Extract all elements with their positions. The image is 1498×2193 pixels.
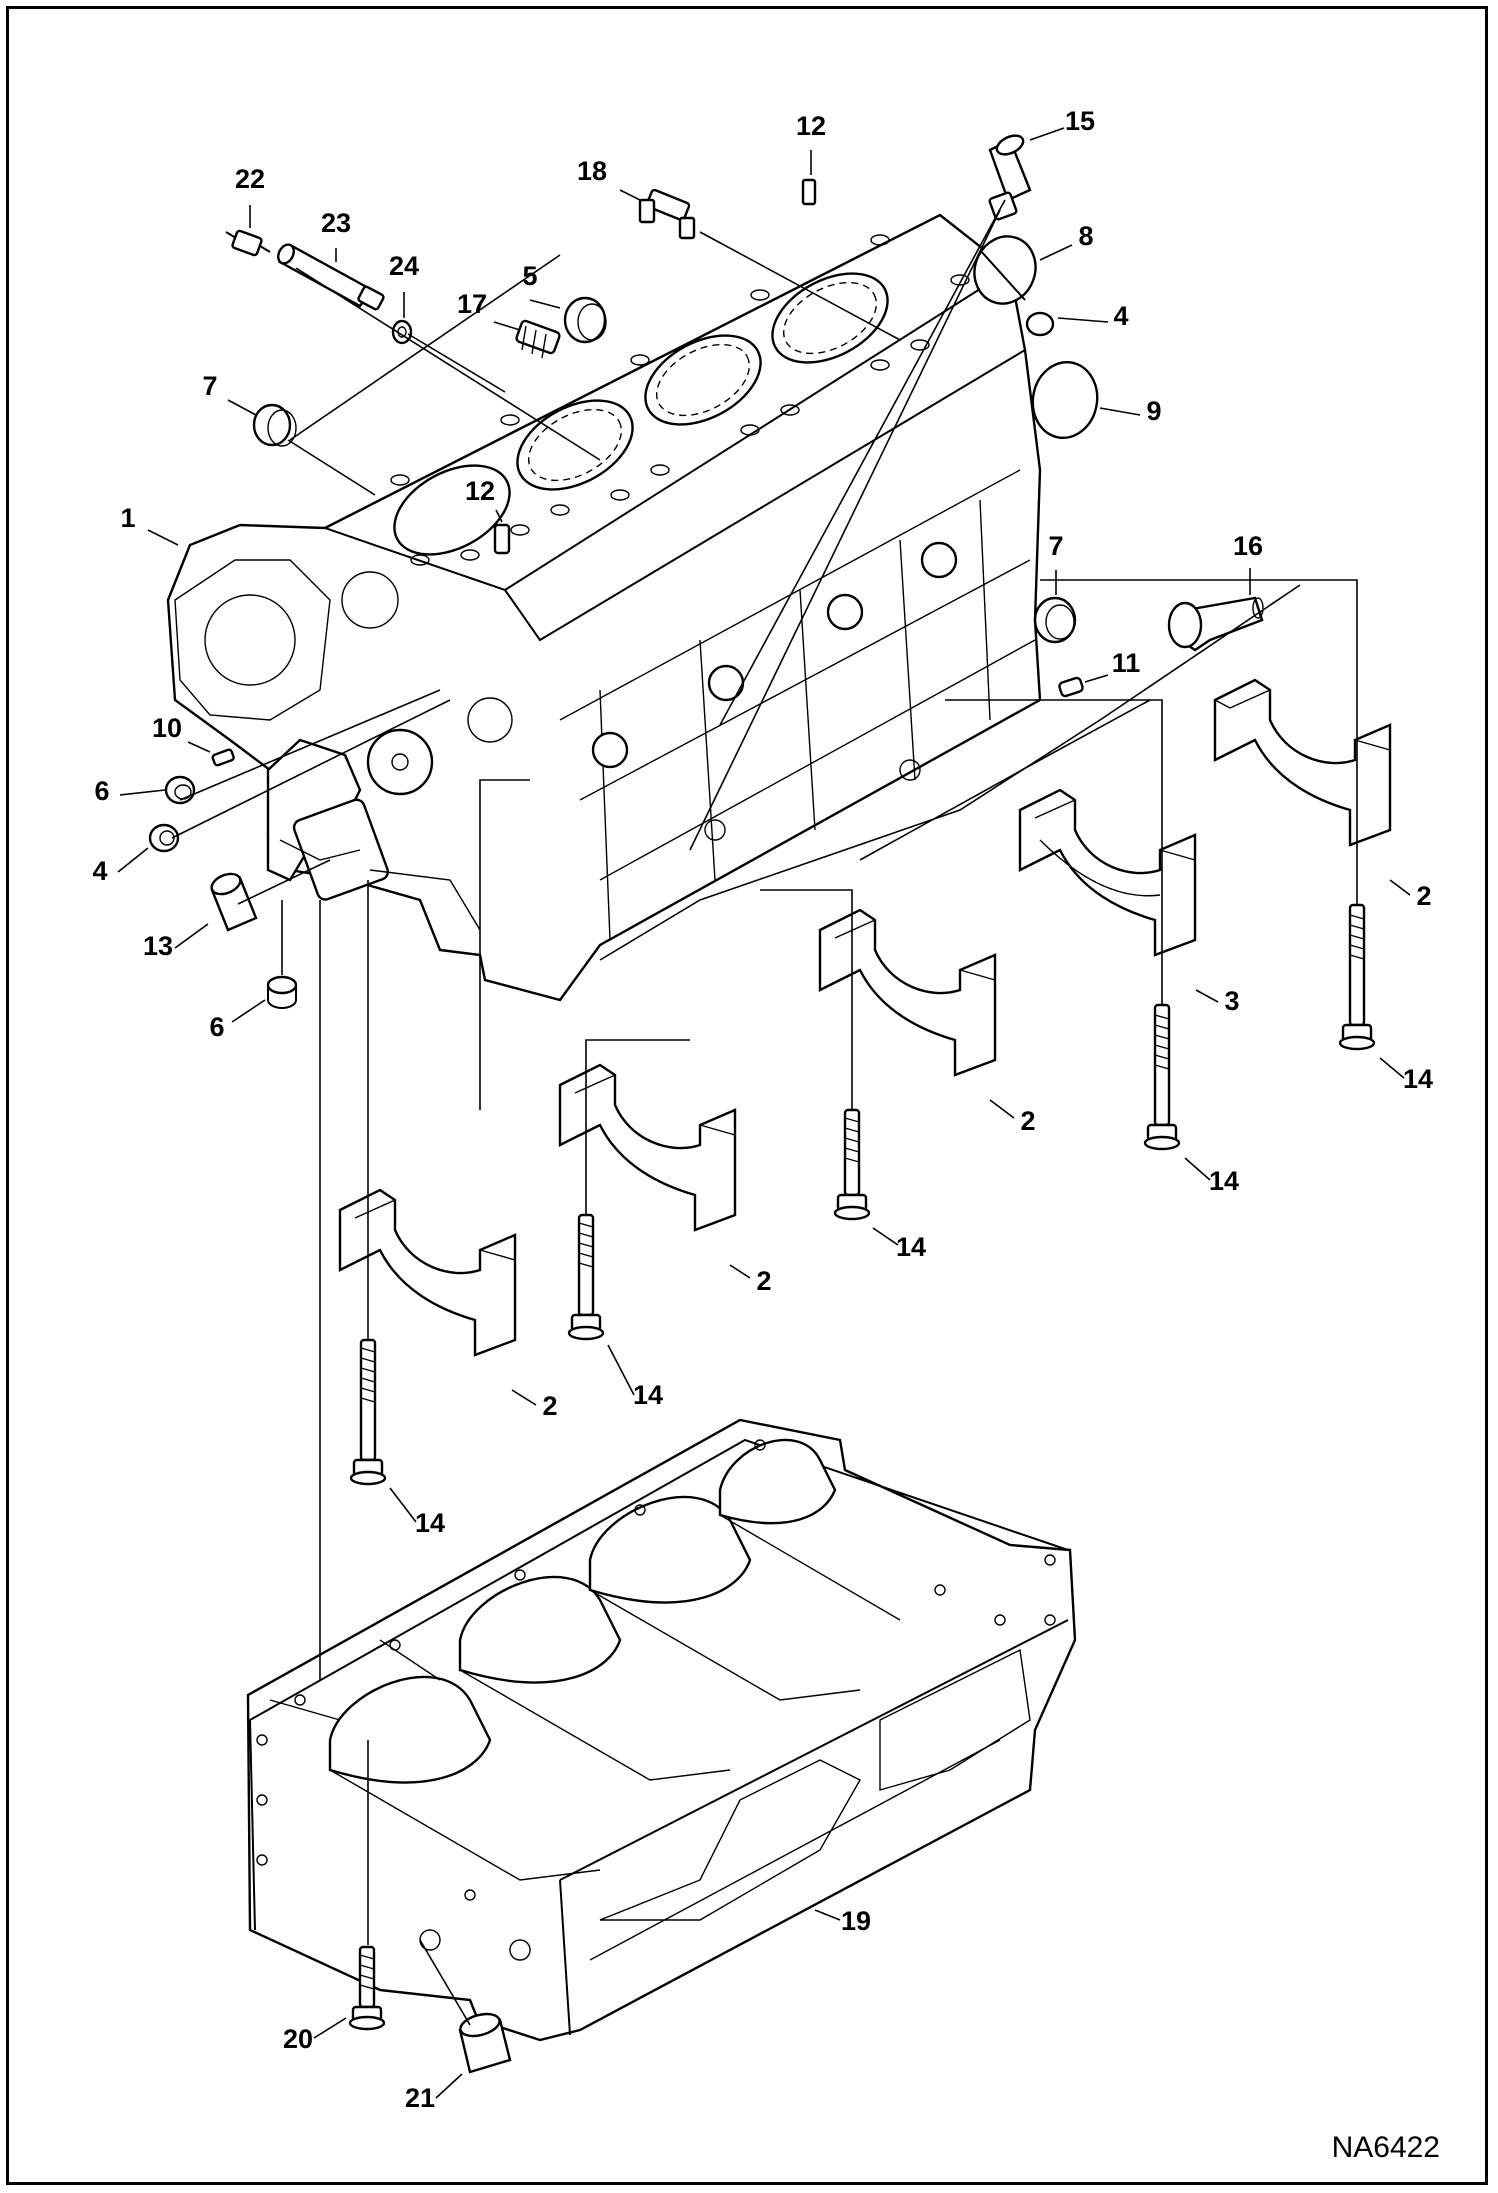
- callout-c11: 11: [1112, 648, 1141, 678]
- callout-c22: 22: [235, 164, 265, 194]
- callout-c19: 19: [841, 1906, 871, 1936]
- plug-5: [563, 296, 607, 344]
- callout-c17: 17: [457, 289, 487, 319]
- callout-c8: 8: [1078, 221, 1093, 251]
- callout-c12a: 12: [796, 111, 826, 141]
- elbow-16: [1167, 596, 1264, 652]
- bearing-cap-2d: [338, 1188, 517, 1357]
- bearing-cap-3: [1018, 788, 1197, 957]
- assembly-lines: [117, 127, 1411, 2099]
- plug-8: [973, 235, 1037, 305]
- bolt-14a: [1338, 903, 1376, 1051]
- bolt-14b: [1143, 1003, 1181, 1151]
- callout-c12b: 12: [465, 476, 495, 506]
- callout-c24: 24: [389, 251, 419, 281]
- callout-c18: 18: [577, 156, 607, 186]
- callout-c14c: 14: [896, 1232, 926, 1262]
- callout-c14e: 14: [415, 1508, 445, 1538]
- bearing-cap-2b: [818, 908, 997, 1077]
- callout-c7b: 7: [1048, 531, 1063, 561]
- callout-c14d: 14: [633, 1380, 663, 1410]
- plug-7b: [1033, 596, 1077, 644]
- callout-c2c: 2: [756, 1266, 771, 1296]
- plug-6b: [266, 975, 298, 1009]
- callout-c14b: 14: [1209, 1166, 1239, 1196]
- cylinder-block: [166, 213, 1042, 1002]
- callout-c4b: 4: [92, 856, 107, 886]
- crankcase-19: [246, 1418, 1077, 2042]
- bearing-cap-bolts: [349, 903, 1376, 1486]
- figure-code: NA6422: [1332, 2131, 1440, 2164]
- callout-c23: 23: [321, 208, 351, 238]
- dipstick-guide-15: [988, 134, 1032, 221]
- small-parts: [148, 134, 1264, 1009]
- bolt-20: [348, 1945, 386, 2031]
- callout-c20: 20: [283, 2024, 313, 2054]
- callout-c5: 5: [522, 261, 537, 291]
- callout-c2b: 2: [1020, 1106, 1035, 1136]
- callout-c3: 3: [1224, 986, 1239, 1016]
- callout-c6b: 6: [209, 1012, 224, 1042]
- callout-c1: 1: [120, 503, 135, 533]
- callout-c21: 21: [405, 2083, 435, 2113]
- dowel-pin-12a: [801, 178, 817, 206]
- callout-c2d: 2: [542, 1391, 557, 1421]
- callout-c4a: 4: [1113, 301, 1128, 331]
- callout-c2a: 2: [1416, 881, 1431, 911]
- callout-c6a: 6: [94, 776, 109, 806]
- bolt-14e: [349, 1338, 387, 1486]
- plug-4b: [148, 823, 180, 853]
- bolt-14c: [833, 1108, 871, 1221]
- pin-10: [211, 748, 235, 767]
- callout-c7a: 7: [202, 371, 217, 401]
- cover-9: [1031, 360, 1099, 440]
- bearing-caps: [338, 678, 1392, 1357]
- bushing-21: [458, 2012, 512, 2074]
- bearing-cap-2a: [1213, 678, 1392, 847]
- bearing-cap-2c: [558, 1063, 737, 1232]
- plug-7a: [252, 403, 297, 447]
- fitting-18: [638, 188, 696, 240]
- dowel-11: [1058, 676, 1084, 698]
- bolt-14d: [567, 1213, 605, 1341]
- tube-23: [277, 243, 385, 311]
- callout-c15: 15: [1065, 106, 1095, 136]
- callout-c9: 9: [1146, 396, 1161, 426]
- plug-4a: [1025, 311, 1055, 337]
- callout-c14a: 14: [1403, 1064, 1433, 1094]
- sender-unit-22: [225, 229, 271, 257]
- plug-6a: [164, 775, 196, 805]
- dowel-pin-12b: [493, 523, 511, 555]
- bushing-13: [210, 872, 258, 932]
- fitting-17: [515, 319, 561, 359]
- callout-c13: 13: [143, 931, 173, 961]
- callout-c10: 10: [152, 713, 182, 743]
- callout-c16: 16: [1233, 531, 1263, 561]
